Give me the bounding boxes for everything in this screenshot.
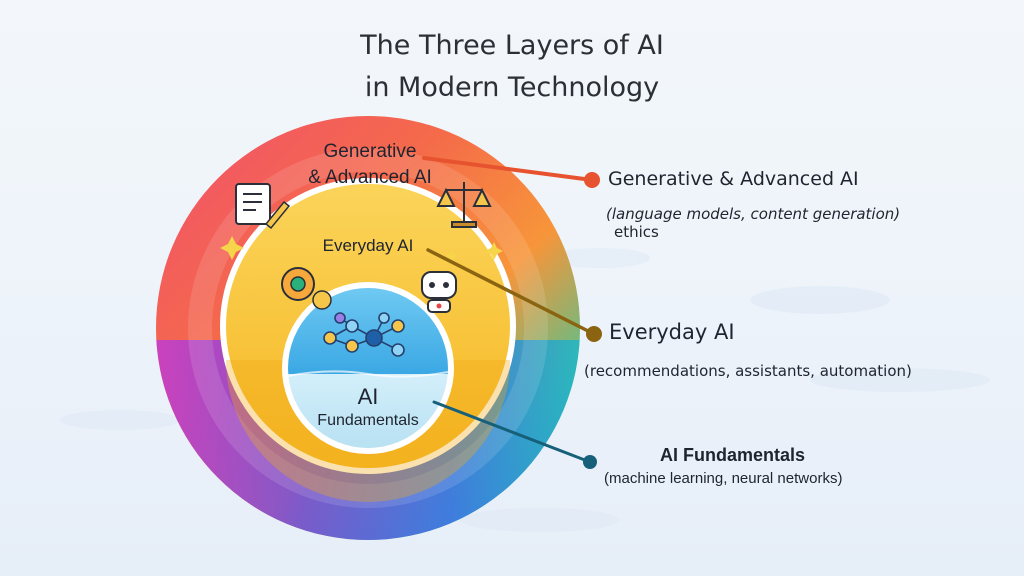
dot-everyday bbox=[586, 326, 602, 342]
outer-ring-label-line-1: Generative bbox=[323, 141, 417, 162]
scales-icon bbox=[436, 182, 492, 228]
callout-fundamentals-desc: (machine learning, neural networks) bbox=[604, 470, 843, 487]
inner-circle-label: AI Fundamentals bbox=[303, 384, 433, 432]
outer-ring-label-line-2: & Advanced AI bbox=[308, 167, 432, 188]
sparkle-icon bbox=[220, 236, 503, 262]
connector-everyday bbox=[426, 248, 596, 336]
dot-fundamentals bbox=[583, 455, 597, 469]
callout-everyday-desc: (recommendations, assistants, automation… bbox=[584, 362, 912, 380]
callout-generative-desc-line-1: (language models, content generation) bbox=[606, 205, 901, 223]
callout-generative-desc-line-2: ethics bbox=[614, 223, 659, 241]
robot-icon bbox=[421, 271, 457, 313]
callout-fundamentals-title: AI Fundamentals bbox=[660, 445, 806, 465]
background-clouds bbox=[60, 248, 990, 532]
document-pen-icon bbox=[235, 183, 291, 230]
inner-circle-label-line-2: Fundamentals bbox=[317, 412, 419, 429]
middle-ring-label: Everyday AI bbox=[322, 236, 414, 255]
gear-heart-icon bbox=[281, 267, 332, 310]
connector-fundamentals bbox=[432, 400, 592, 464]
dot-generative bbox=[584, 172, 600, 188]
neural-network-icon bbox=[323, 312, 405, 357]
outer-ring-inner-band bbox=[188, 148, 548, 508]
title-line-2: in Modern Technology bbox=[364, 72, 660, 103]
title-line-1: The Three Layers of AI bbox=[360, 30, 664, 61]
callout-everyday-title: Everyday AI bbox=[609, 320, 735, 344]
outer-ring-label: Generative & Advanced AI bbox=[290, 139, 450, 191]
connector-generative bbox=[422, 156, 594, 182]
callout-generative-title: Generative & Advanced AI bbox=[608, 168, 859, 190]
inner-circle-label-line-1: AI bbox=[357, 384, 379, 409]
